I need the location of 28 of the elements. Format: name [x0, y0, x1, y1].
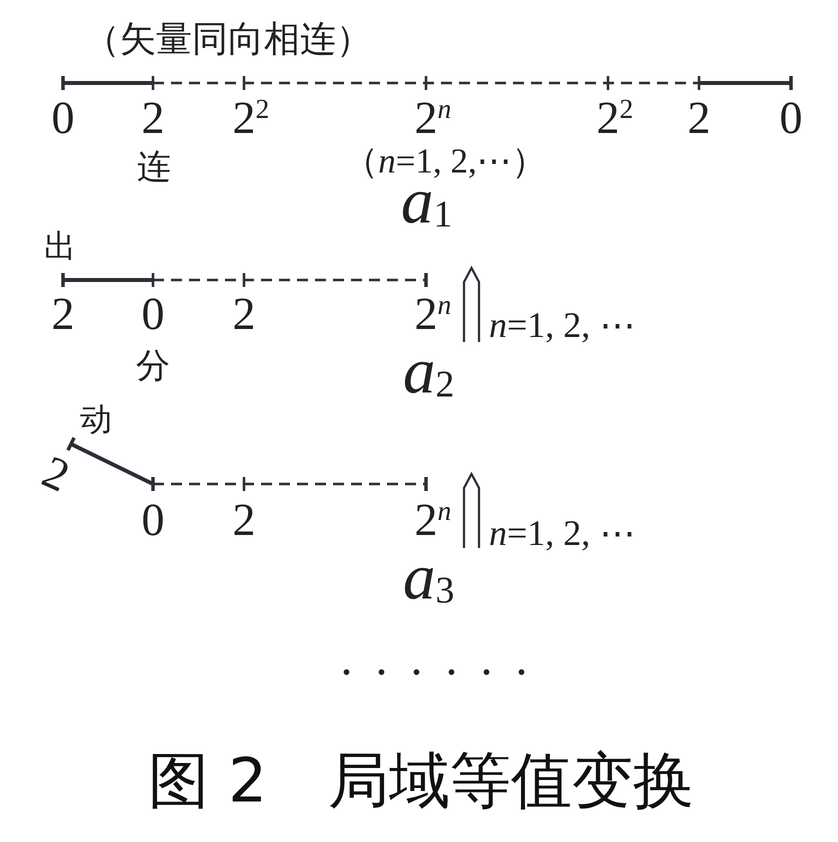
- tick-label: 2: [232, 291, 256, 337]
- sequence-label: a$_{2}$: [403, 348, 454, 399]
- tick-label: 2$^{n}$: [414, 94, 452, 141]
- sequence-label: a$_{3}$: [403, 554, 454, 605]
- tick-label: 2$^{n}$: [414, 290, 452, 337]
- index-range-text: （n=1, 2,⋯）: [343, 144, 547, 178]
- sequence-label: a$_{1}$: [401, 178, 452, 229]
- index-range-text: n=1, 2, ⋯: [489, 515, 636, 551]
- tick-label: 2$^{2}$: [232, 94, 270, 141]
- tick-label: 2$^{n}$: [414, 496, 452, 543]
- tick-label: 2: [36, 448, 76, 500]
- tick-label: 0: [142, 497, 164, 543]
- tick-label: 0: [780, 95, 802, 141]
- figure-caption: 图 2 局域等值变换: [148, 750, 694, 812]
- tick-label: 2$^{2}$: [596, 94, 634, 141]
- annotation-text: 出: [44, 230, 76, 262]
- index-range-text: n=1, 2, ⋯: [489, 307, 636, 343]
- tick-label: 0: [52, 95, 74, 141]
- tick-label: 2: [688, 95, 710, 141]
- tick-label: 2: [232, 497, 256, 543]
- tick-label: 0: [142, 291, 164, 337]
- tick-label: 2: [142, 95, 164, 141]
- annotation-text: 连: [137, 150, 171, 184]
- annotation-text: （矢量同向相连）: [84, 22, 372, 58]
- ellipsis: ······: [338, 661, 530, 685]
- annotation-text: 动: [80, 403, 112, 435]
- tick-label: 2: [52, 291, 74, 337]
- annotation-text: 分: [136, 349, 170, 383]
